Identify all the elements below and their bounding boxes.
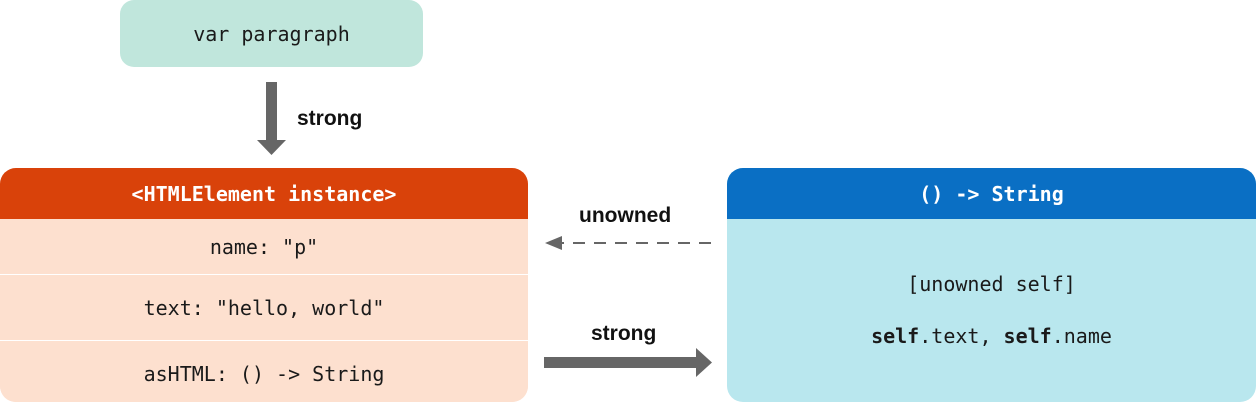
instance-header: <HTMLElement instance> bbox=[0, 168, 528, 219]
strong-arrow-down bbox=[257, 82, 286, 155]
closure-body-line: self.text, self.name bbox=[727, 324, 1256, 348]
closure-box: () -> String [unowned self] self.text, s… bbox=[727, 168, 1256, 402]
instance-row-text: text: "hello, world" bbox=[0, 275, 528, 341]
closure-header: () -> String bbox=[727, 168, 1256, 219]
paragraph-variable-box: var paragraph bbox=[120, 0, 423, 67]
unowned-label: unowned bbox=[579, 204, 672, 227]
strong-arrow-right bbox=[544, 348, 712, 377]
paragraph-variable-text: var paragraph bbox=[193, 21, 350, 46]
closure-property-text: .text, bbox=[919, 324, 992, 348]
unowned-arrow-left bbox=[545, 236, 711, 250]
htmlelement-instance-box: <HTMLElement instance> name: "p" text: "… bbox=[0, 168, 528, 402]
instance-row-ashtml: asHTML: () -> String bbox=[143, 362, 385, 386]
instance-body: name: "p" text: "hello, world" asHTML: (… bbox=[0, 219, 528, 402]
closure-capture-list: [unowned self] bbox=[907, 272, 1076, 296]
closure-self-keyword-2: self bbox=[1003, 324, 1052, 348]
strong-label-bottom: strong bbox=[591, 322, 657, 345]
closure-self-keyword-1: self bbox=[871, 324, 920, 348]
closure-property-name: .name bbox=[1051, 324, 1112, 348]
instance-row-name: name: "p" bbox=[0, 219, 528, 275]
strong-label-top: strong bbox=[297, 107, 363, 130]
